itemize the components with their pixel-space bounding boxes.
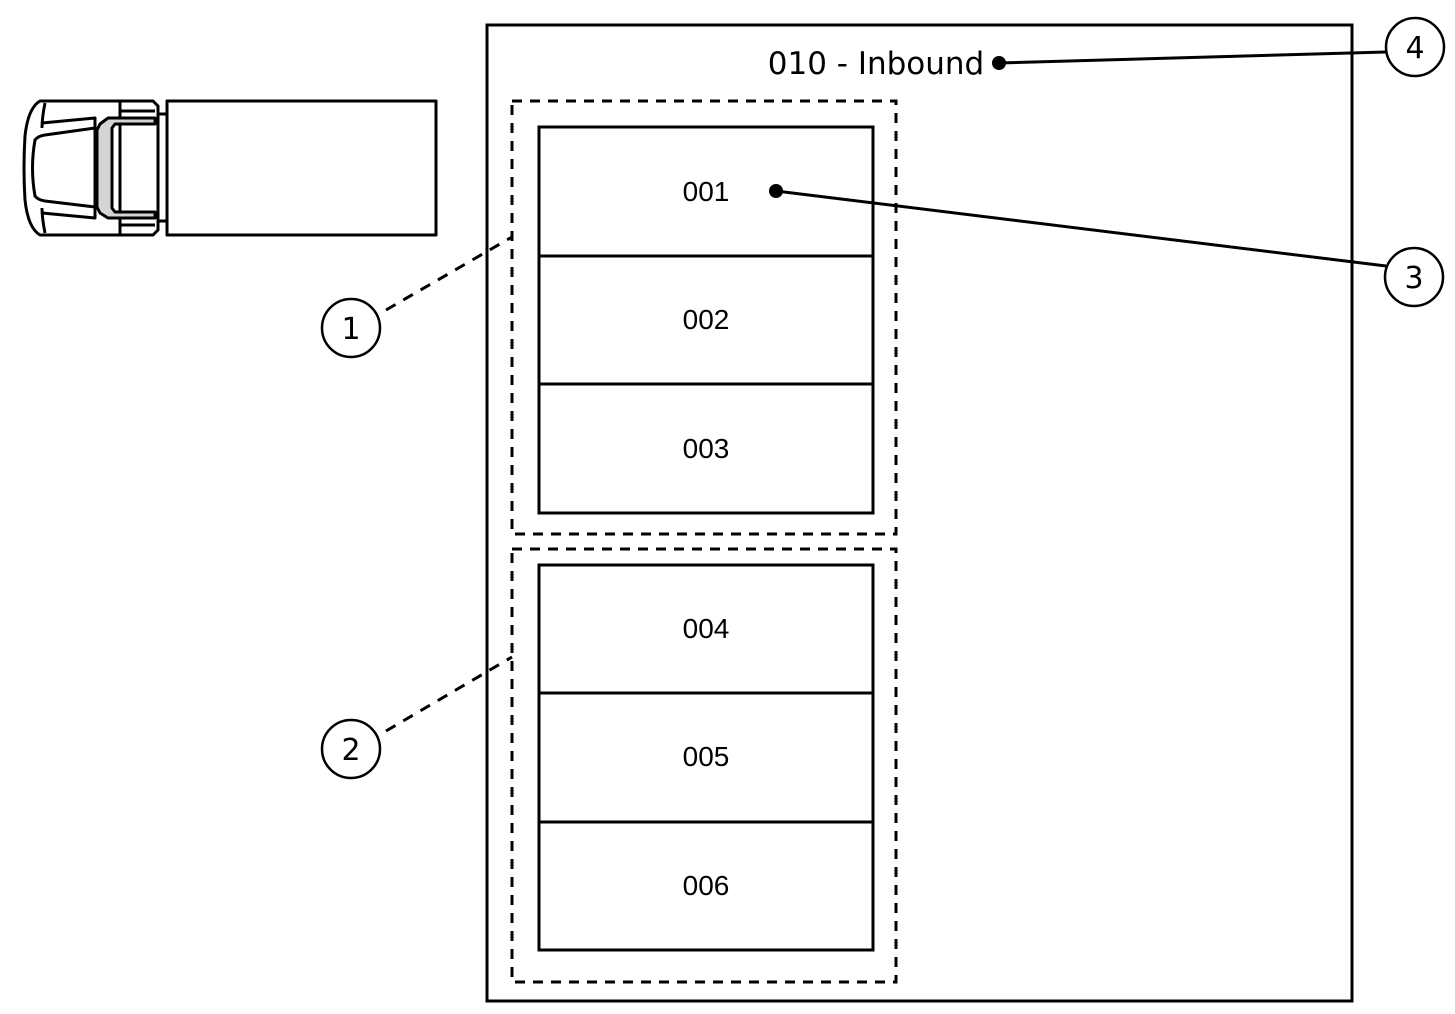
callout-2-number: 2 [341, 733, 360, 768]
slot-group-1-slots: 001 002 003 [537, 125, 875, 515]
callout-2-leader [385, 655, 513, 733]
callout-4-dot [992, 56, 1006, 70]
callout-3-leader [775, 189, 1387, 268]
slot-005[interactable] [537, 691, 875, 824]
truck-icon [22, 99, 438, 237]
callout-1-circle[interactable] [320, 297, 382, 359]
truck-trailer [165, 99, 438, 237]
callout-2-circle[interactable] [320, 718, 382, 780]
callout-3-dot [769, 184, 783, 198]
slot-001-label: 001 [683, 176, 730, 207]
slot-003[interactable] [537, 382, 875, 515]
slot-group-2[interactable] [510, 547, 898, 984]
slot-002[interactable] [537, 254, 875, 386]
slot-004[interactable] [537, 563, 875, 695]
area-label: 010 - Inbound [768, 46, 984, 82]
callout-4-number: 4 [1405, 31, 1424, 66]
callout-3-number: 3 [1404, 261, 1423, 296]
inbound-area[interactable] [485, 23, 1354, 1003]
callout-1-leader [385, 235, 513, 312]
slot-group-1[interactable] [510, 99, 898, 536]
callout-3-circle[interactable] [1383, 246, 1445, 308]
slot-003-label: 003 [683, 433, 730, 464]
callout-4-leader [998, 50, 1387, 65]
slot-group-2-slots: 004 005 006 [537, 563, 875, 952]
callout-1-number: 1 [341, 312, 360, 347]
callout-4-circle[interactable] [1384, 16, 1446, 78]
slot-004-label: 004 [683, 613, 730, 644]
slot-005-label: 005 [683, 741, 730, 772]
slot-002-label: 002 [683, 304, 730, 335]
slot-006-label: 006 [683, 870, 730, 901]
slot-006[interactable] [537, 820, 875, 952]
